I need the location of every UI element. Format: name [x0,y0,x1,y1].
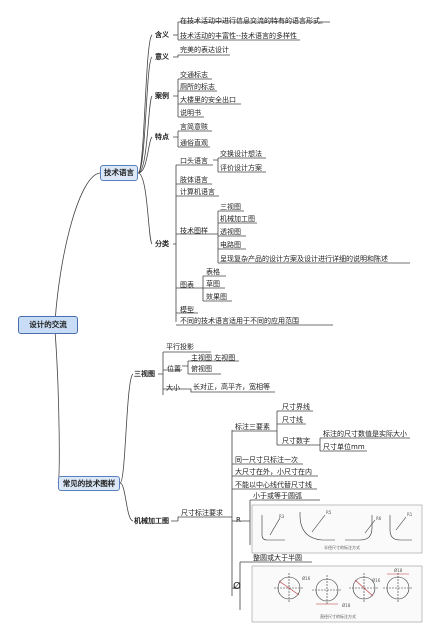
drawing-item-3: 透视图 [220,228,241,236]
dimension-line: 尺寸线 [282,416,303,424]
dimension-requirements: 尺寸标注要求 [181,509,223,517]
link-branch1-children [137,34,153,245]
drawing-item-2: 机械加工图 [220,215,255,223]
case-item-3: 大楼里的安全出口 [180,96,236,104]
radius-mark-1: R3 [279,514,285,519]
case-item-2: 厕所的标志 [180,83,215,91]
technical-drawings: 技术图样 [180,227,208,235]
diameter-illustration [251,565,423,623]
branch-common-drawings[interactable]: 常见的技术图样 [58,476,120,491]
diameter-mark-4: Ø18 [394,568,403,573]
extension-line: 尺寸界线 [282,403,310,411]
diameter-caption: 直径尺寸的标注方式 [320,614,356,619]
rule-2: 大尺寸在外，小尺寸在内 [235,468,312,476]
oral-item-2: 评价设计方案 [220,164,262,172]
radius-mark-4: R1 [407,512,413,517]
diameter-mark-1: Ø16 [302,576,311,581]
meaning-item-1: 在技术活动中进行信息交流的特有的语言形式。 [180,17,327,25]
diameter-note: 整圆或大于半圆 [253,554,302,562]
drawing-item-1: 三视图 [220,203,241,211]
radius-caption: 半径尺寸的标注方式 [324,545,360,550]
position-item-2: 俯视图 [191,365,212,373]
feature-item-2: 通俗直观 [180,139,208,147]
computer-language: 计算机语言 [180,188,215,196]
charts: 图表 [180,281,194,289]
position-item-1: 主视图 左视图 [191,354,236,362]
number-item-1: 标注的尺寸数值是实际大小 [323,430,407,438]
position-label: 位置 [167,365,181,373]
feature-item-1: 言简意赅 [180,123,208,131]
chart-item-1: 表格 [206,268,220,276]
size-rule: 长对正，高平齐，宽相等 [193,383,270,391]
label-three-views: 三视图 [134,370,155,378]
model: 模型 [180,306,194,314]
drawing-item-4: 电路图 [220,241,241,249]
size-label: 大小 [166,384,180,392]
parallel-projection: 平行投影 [166,343,194,351]
significance-item: 完美的表达设计 [180,46,229,54]
chart-item-3: 效果图 [206,293,227,301]
link-root-branch1 [54,172,101,323]
diameter-mark-2: Ø18 [342,603,351,608]
case-item-1: 交通标志 [180,71,208,79]
label-significance: 意义 [155,53,169,61]
label-cases: 案例 [155,92,169,100]
diameter-label: Ø [233,581,241,592]
rule-1: 同一尺寸只标注一次 [235,456,298,464]
label-machining-drawing: 机械加工图 [134,517,169,525]
label-features: 特点 [155,133,169,141]
label-meaning: 含义 [155,31,169,39]
three-elements: 标注三要素 [235,423,270,431]
link-root-branch2 [54,329,60,484]
drawing-item-5: 呈现复杂产品的设计方案及设计进行详细的说明和陈述 [220,255,388,263]
classification-note: 不同的技术语言适用于不同的应用范围 [180,317,299,325]
label-classification: 分类 [155,240,169,248]
case-item-4: 说明书 [180,109,201,117]
body-language: 肢体语言 [180,176,208,184]
radius-illustration [251,504,423,554]
meaning-item-2: 技术活动的丰富性--技术语言的多样性 [180,32,298,40]
radius-label: R [236,516,241,524]
chart-item-2: 草图 [206,280,220,288]
dimension-number: 尺寸数字 [282,437,310,445]
number-item-2: 尺寸单位mm [323,443,365,451]
oral-item-1: 交换设计想法 [220,150,262,158]
rule-3: 不能以中心线代替尺寸线 [235,481,312,489]
diameter-mark-3: Ø16 [372,578,381,583]
radius-note: 小于或等于圆弧 [253,492,302,500]
root-node[interactable]: 设计的交流 [18,316,78,334]
radius-mark-3: R6 [376,516,382,521]
oral-language: 口头语言 [180,157,208,165]
radius-mark-2: R5 [326,510,332,515]
branch-technical-language[interactable]: 技术语言 [100,165,138,181]
